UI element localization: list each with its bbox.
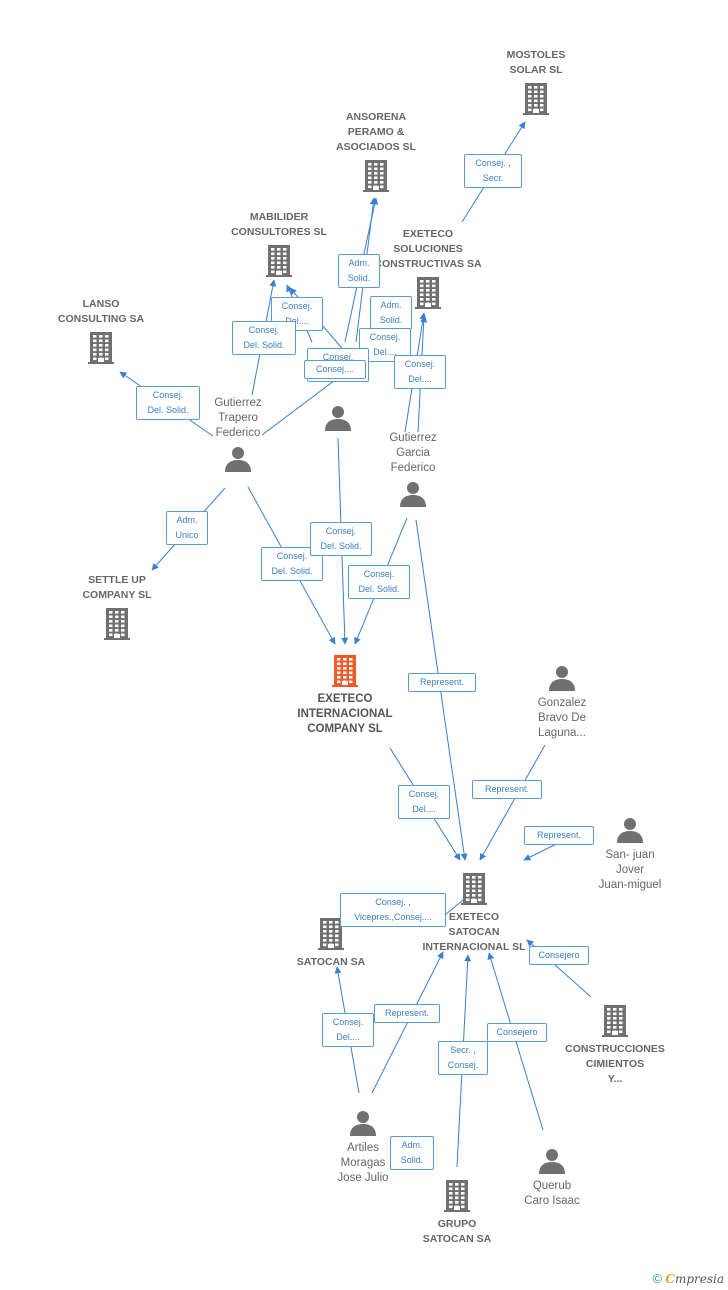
edge-label[interactable]: Consej. Del. Solid. (261, 547, 323, 581)
node-label: EXETECO INTERNACIONAL COMPANY SL (297, 693, 393, 735)
node-label: SATOCAN SA (296, 956, 366, 968)
edge-label[interactable]: Represent. (408, 673, 476, 692)
node-mabilider[interactable]: MABILIDER CONSULTORES SL (204, 210, 354, 282)
node-label: EXETECO SATOCAN INTERNACIONAL SL (422, 911, 526, 953)
person-icon (338, 480, 488, 508)
edge-label[interactable]: Adm. Solid. (370, 296, 412, 330)
building-icon (42, 607, 192, 641)
node-ggf[interactable]: Gutierrez Garcia Federico (338, 431, 488, 512)
node-label: Gonzalez Bravo De Laguna... (537, 697, 587, 739)
node-label: LANSO CONSULTING SA (57, 298, 145, 325)
node-querub[interactable]: Querub Caro Isaac (477, 1143, 627, 1209)
building-icon (382, 1179, 532, 1213)
edge-label[interactable]: Consej. Del.... (394, 355, 446, 389)
building-icon (270, 654, 420, 688)
edge-label[interactable]: Secr. , Consej. (438, 1041, 488, 1075)
node-label: MABILIDER CONSULTORES SL (231, 211, 327, 238)
edge-label[interactable]: Consejero (529, 946, 589, 965)
node-label: Gutierrez Trapero Federico (214, 397, 262, 439)
copyright-icon: © (652, 1271, 663, 1286)
node-label: San- juan Jover Juan-miguel (598, 849, 662, 891)
building-icon (353, 276, 503, 310)
person-icon (288, 1109, 438, 1137)
edge-label[interactable]: Consejero (487, 1023, 547, 1042)
node-lanso[interactable]: LANSO CONSULTING SA (26, 297, 176, 369)
node-label: ANSORENA PERAMO & ASOCIADOS SL (336, 111, 416, 153)
edge-label[interactable]: Consej. Del.... (398, 785, 450, 819)
node-focus[interactable]: EXETECO INTERNACIONAL COMPANY SL (270, 650, 420, 737)
building-icon (461, 82, 611, 116)
edge-label[interactable]: Consej. Del. Solid. (310, 522, 372, 556)
node-label: MOSTOLES SOLAR SL (506, 49, 566, 76)
edge-label[interactable]: Adm. Solid. (338, 254, 380, 288)
node-label: Gutierrez Garcia Federico (389, 432, 437, 474)
building-icon (256, 917, 406, 951)
relationship-edge (479, 744, 546, 861)
building-icon (540, 1004, 690, 1038)
edge-label[interactable]: Consej. , Secr. (464, 154, 522, 188)
building-icon (301, 159, 451, 193)
building-icon (399, 872, 549, 906)
node-label: EXETECO SOLUCIONES CONSTRUCTIVAS SA (374, 228, 482, 270)
edge-label[interactable]: Adm. Unico (166, 511, 208, 545)
node-mostoles[interactable]: MOSTOLES SOLAR SL (461, 48, 611, 120)
node-ansorena[interactable]: ANSORENA PERAMO & ASOCIADOS SL (301, 110, 451, 197)
edge-label[interactable]: Consej. Del.... (322, 1013, 374, 1047)
person-icon (555, 816, 705, 844)
node-label: Artiles Moragas Jose Julio (337, 1142, 389, 1184)
node-p-anon[interactable] (263, 400, 413, 436)
edge-label[interactable]: Consej. Del. Solid. (136, 386, 200, 420)
node-label: CONSTRUCCIONES CIMIENTOS Y... (565, 1043, 665, 1085)
person-icon (263, 404, 413, 432)
person-icon (163, 445, 313, 473)
node-label: SETTLE UP COMPANY SL (82, 574, 152, 601)
empresia-logo: Cmpresia (665, 1272, 724, 1286)
node-gonzalez[interactable]: Gonzalez Bravo De Laguna... (487, 660, 637, 741)
node-construcciones[interactable]: CONSTRUCCIONES CIMIENTOS Y... (540, 1000, 690, 1087)
node-sanjuan[interactable]: San- juan Jover Juan-miguel (555, 812, 705, 893)
person-icon (477, 1147, 627, 1175)
node-satocan-int[interactable]: EXETECO SATOCAN INTERNACIONAL SL (399, 868, 549, 955)
edge-label[interactable]: Represent. (472, 780, 542, 799)
node-gtf[interactable]: Gutierrez Trapero Federico (163, 396, 313, 477)
empresia-watermark: © Cmpresia (652, 1271, 724, 1286)
node-label: GRUPO SATOCAN SA (422, 1218, 492, 1245)
edge-label[interactable]: Consej. Del. Solid. (348, 565, 410, 599)
edge-label[interactable]: Consej. Del. Solid. (232, 321, 296, 355)
node-grupo[interactable]: GRUPO SATOCAN SA (382, 1175, 532, 1247)
edge-label[interactable]: Represent. (374, 1004, 440, 1023)
person-icon (487, 664, 637, 692)
edge-label[interactable]: Consej.... (304, 360, 366, 379)
edge-label[interactable]: Adm. Solid. (390, 1136, 434, 1170)
node-label: Querub Caro Isaac (524, 1180, 580, 1207)
edge-label[interactable]: Consej. , Vicepres.,Consej.... (340, 893, 446, 927)
node-settle[interactable]: SETTLE UP COMPANY SL (42, 573, 192, 645)
building-icon (26, 331, 176, 365)
edge-label[interactable]: Represent. (524, 826, 594, 845)
node-exeteco-sol[interactable]: EXETECO SOLUCIONES CONSTRUCTIVAS SA (353, 227, 503, 314)
building-icon (204, 244, 354, 278)
node-artiles[interactable]: Artiles Moragas Jose Julio (288, 1105, 438, 1186)
node-satocan[interactable]: SATOCAN SA (256, 913, 406, 970)
